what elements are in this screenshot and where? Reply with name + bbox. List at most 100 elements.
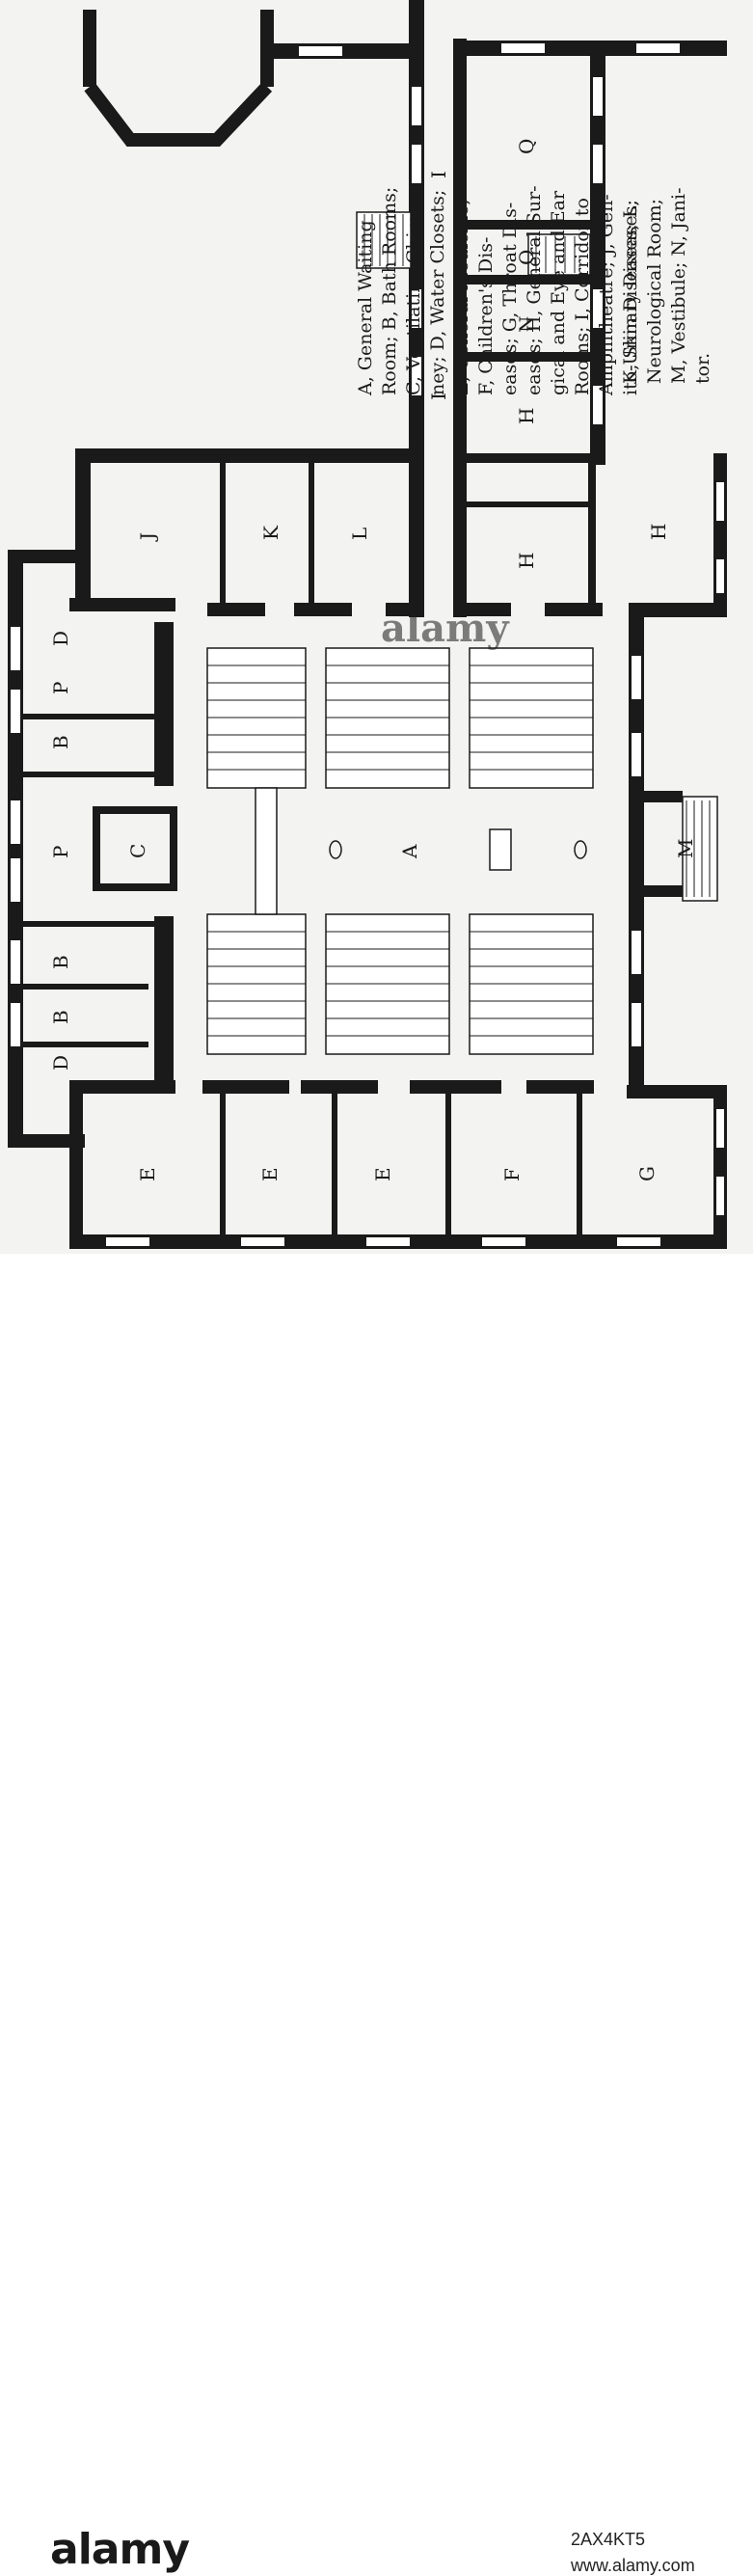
legend-line: Rooms; I, Corridor to	[572, 198, 593, 395]
window	[716, 482, 724, 521]
vestibule-steps	[682, 796, 718, 902]
window	[617, 1237, 660, 1246]
window	[11, 690, 20, 733]
bay-window	[84, 82, 273, 147]
room-label-i: I	[427, 171, 450, 178]
window	[636, 43, 680, 53]
legend-line: F, Children's Dis-	[475, 237, 497, 395]
room-label-g: G	[635, 1166, 659, 1181]
room-labels: A B B B C D D E E E F G H H H I I J K L …	[49, 139, 697, 1181]
window	[11, 1003, 20, 1046]
wall-segment	[301, 1080, 378, 1094]
room-label-h: H	[515, 408, 538, 424]
column	[574, 840, 587, 859]
legend-line: tor.	[692, 353, 713, 384]
partition-f	[445, 1085, 451, 1234]
wall-jkl-top	[75, 448, 422, 463]
room-label-d: D	[49, 631, 72, 646]
vestibule-wall-2	[644, 885, 683, 897]
room-label-m: M	[674, 839, 697, 858]
window	[593, 289, 603, 328]
room-label-i: I	[427, 393, 450, 400]
corridor-wall-right	[453, 39, 467, 617]
wall-seg	[207, 603, 265, 616]
window	[482, 1237, 525, 1246]
wall-h-mid	[588, 461, 596, 606]
columns	[329, 840, 587, 859]
partition-e	[220, 1085, 226, 1234]
legend-line: eases; G, Throat Dis-	[499, 203, 521, 395]
wall-segment	[627, 1085, 727, 1098]
bath-partition-4	[23, 984, 148, 990]
room-label-p: P	[49, 682, 72, 694]
window	[593, 386, 603, 424]
window	[11, 940, 20, 984]
partition-e2	[332, 1085, 337, 1234]
bath-block-wall	[154, 622, 174, 786]
bench-slats	[207, 214, 711, 1037]
window	[11, 627, 20, 670]
room-label-c: C	[126, 844, 149, 858]
steps-o	[527, 233, 591, 276]
window	[716, 1177, 724, 1215]
room-label-p: P	[49, 846, 72, 858]
window	[412, 357, 421, 395]
wall-jkl-left	[75, 453, 91, 608]
window	[593, 77, 603, 116]
room-label-e: E	[136, 1167, 159, 1181]
legend-line: Amphitheatre; J, Gen-	[596, 194, 617, 396]
bath-partition-2	[23, 772, 168, 777]
wall-seg	[453, 603, 511, 616]
image-id: 2AX4KT5	[571, 2530, 646, 2549]
room-label-a: A	[398, 844, 421, 859]
room-label-b: B	[49, 735, 72, 749]
bay-wall	[83, 10, 96, 87]
site-url: www.alamy.com	[571, 2556, 695, 2575]
room-label-q: Q	[515, 139, 538, 154]
partition-n	[467, 352, 592, 362]
wall-segment	[526, 1080, 594, 1094]
window	[632, 931, 641, 974]
bath-partition-3	[23, 921, 168, 927]
partition-g	[577, 1085, 582, 1234]
room-label-l: L	[348, 528, 371, 540]
partition-h2	[467, 502, 592, 507]
column	[329, 840, 342, 859]
window	[106, 1237, 149, 1246]
partition-k	[309, 463, 314, 606]
legend-line: ney; D, Water Closets;	[427, 190, 448, 395]
bath-partition	[23, 714, 168, 719]
aisle-bench	[255, 787, 278, 915]
alamy-logo: alamy	[50, 2525, 190, 2574]
wing-wall-left	[69, 1080, 83, 1249]
legend-line: C, Ventilating Chim	[403, 214, 424, 395]
room-label-b: B	[49, 955, 72, 969]
legend-top: A, General Waiting Room; B, Bath Rooms; …	[355, 185, 641, 396]
legend-line: A, General Waiting	[355, 220, 376, 396]
legend-line: M, Vestibule; N, Jani-	[668, 187, 689, 384]
floor-plan-drawing: A, General Waiting Room; B, Bath Rooms; …	[8, 0, 727, 1249]
vestibule-wall	[644, 791, 683, 802]
room-label-e: E	[371, 1167, 394, 1181]
window	[412, 87, 421, 125]
outer-wall-bottom-left	[8, 1134, 85, 1148]
footer-bar: alamy 2AX4KT5 www.alamy.com	[0, 1254, 753, 2575]
partition-h	[467, 453, 602, 463]
partition-j	[220, 463, 226, 606]
window	[11, 858, 20, 902]
wall-segment	[410, 1080, 501, 1094]
room-label-f: F	[500, 1168, 524, 1181]
room-label-e: E	[258, 1167, 282, 1181]
steps-i	[356, 211, 412, 269]
legend-bottom: K, Skin Diseases; L, Neurological Room; …	[620, 187, 713, 384]
window	[593, 145, 603, 183]
window	[412, 289, 421, 328]
room-label-o: O	[515, 250, 538, 265]
room-label-b: B	[49, 1010, 72, 1024]
wall-seg	[545, 603, 603, 616]
window	[299, 46, 342, 56]
window	[11, 800, 20, 844]
window	[241, 1237, 284, 1246]
walls	[8, 0, 727, 1249]
partition-q	[467, 220, 592, 230]
